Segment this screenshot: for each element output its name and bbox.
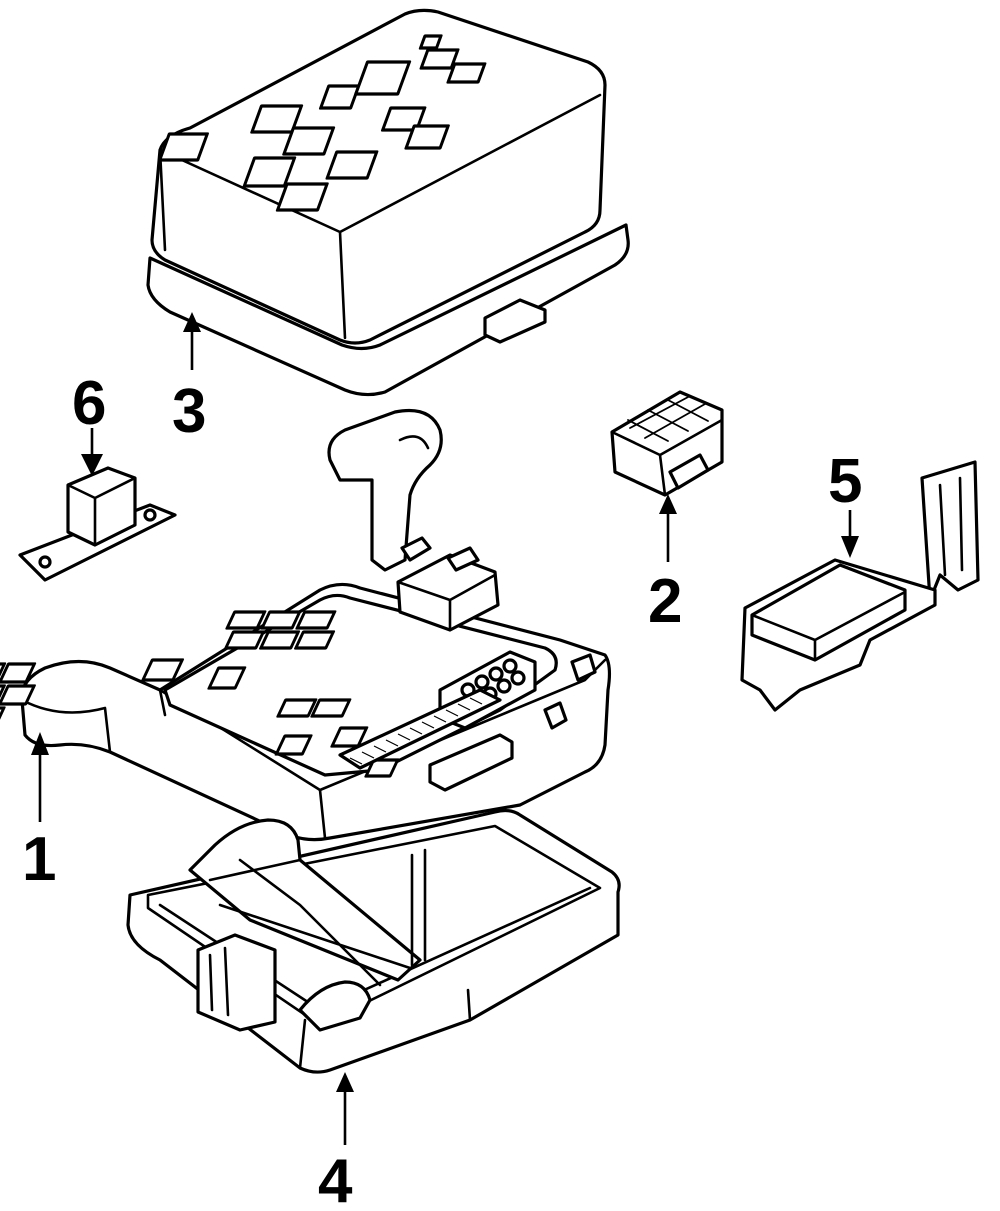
cover-top: [150, 8, 607, 345]
cover-clip-tab: [483, 298, 547, 344]
connector-pin-cells: [627, 395, 709, 442]
part-4-lower-tray: [126, 808, 621, 1074]
callout-3: 3: [172, 377, 206, 446]
bracket-relay-seat: [750, 563, 907, 662]
tray-front-tab: [196, 933, 277, 1032]
block-hook: [327, 408, 443, 572]
tray-ramp: [188, 818, 422, 982]
tray-rim: [146, 824, 602, 1027]
cover-edge: [158, 93, 602, 340]
part-2-connector: [610, 390, 724, 497]
callout-4: 4: [318, 1147, 353, 1211]
block-hatched-rail: [338, 688, 502, 770]
leader-lines: [31, 312, 859, 1145]
part-1-fuse-block: [0, 408, 612, 842]
block-relay-socket: [396, 553, 500, 632]
bracket-upright: [920, 460, 980, 602]
callout-2: 2: [648, 567, 682, 636]
cover-fuse-windows: [158, 34, 487, 212]
callout-6: 6: [72, 369, 106, 438]
callout-5: 5: [828, 447, 862, 516]
cover-rim: [146, 223, 630, 397]
part-3-cover: [146, 8, 630, 397]
callout-labels: 1 2 3 4 5 6: [22, 369, 862, 1211]
block-side-clip: [428, 733, 514, 792]
tray-slot: [298, 980, 372, 1032]
block-fuse-slots: [0, 610, 400, 778]
part-5-bracket: [740, 460, 980, 712]
part-6-relay-bracket: [18, 466, 177, 582]
callout-1: 1: [22, 825, 56, 894]
